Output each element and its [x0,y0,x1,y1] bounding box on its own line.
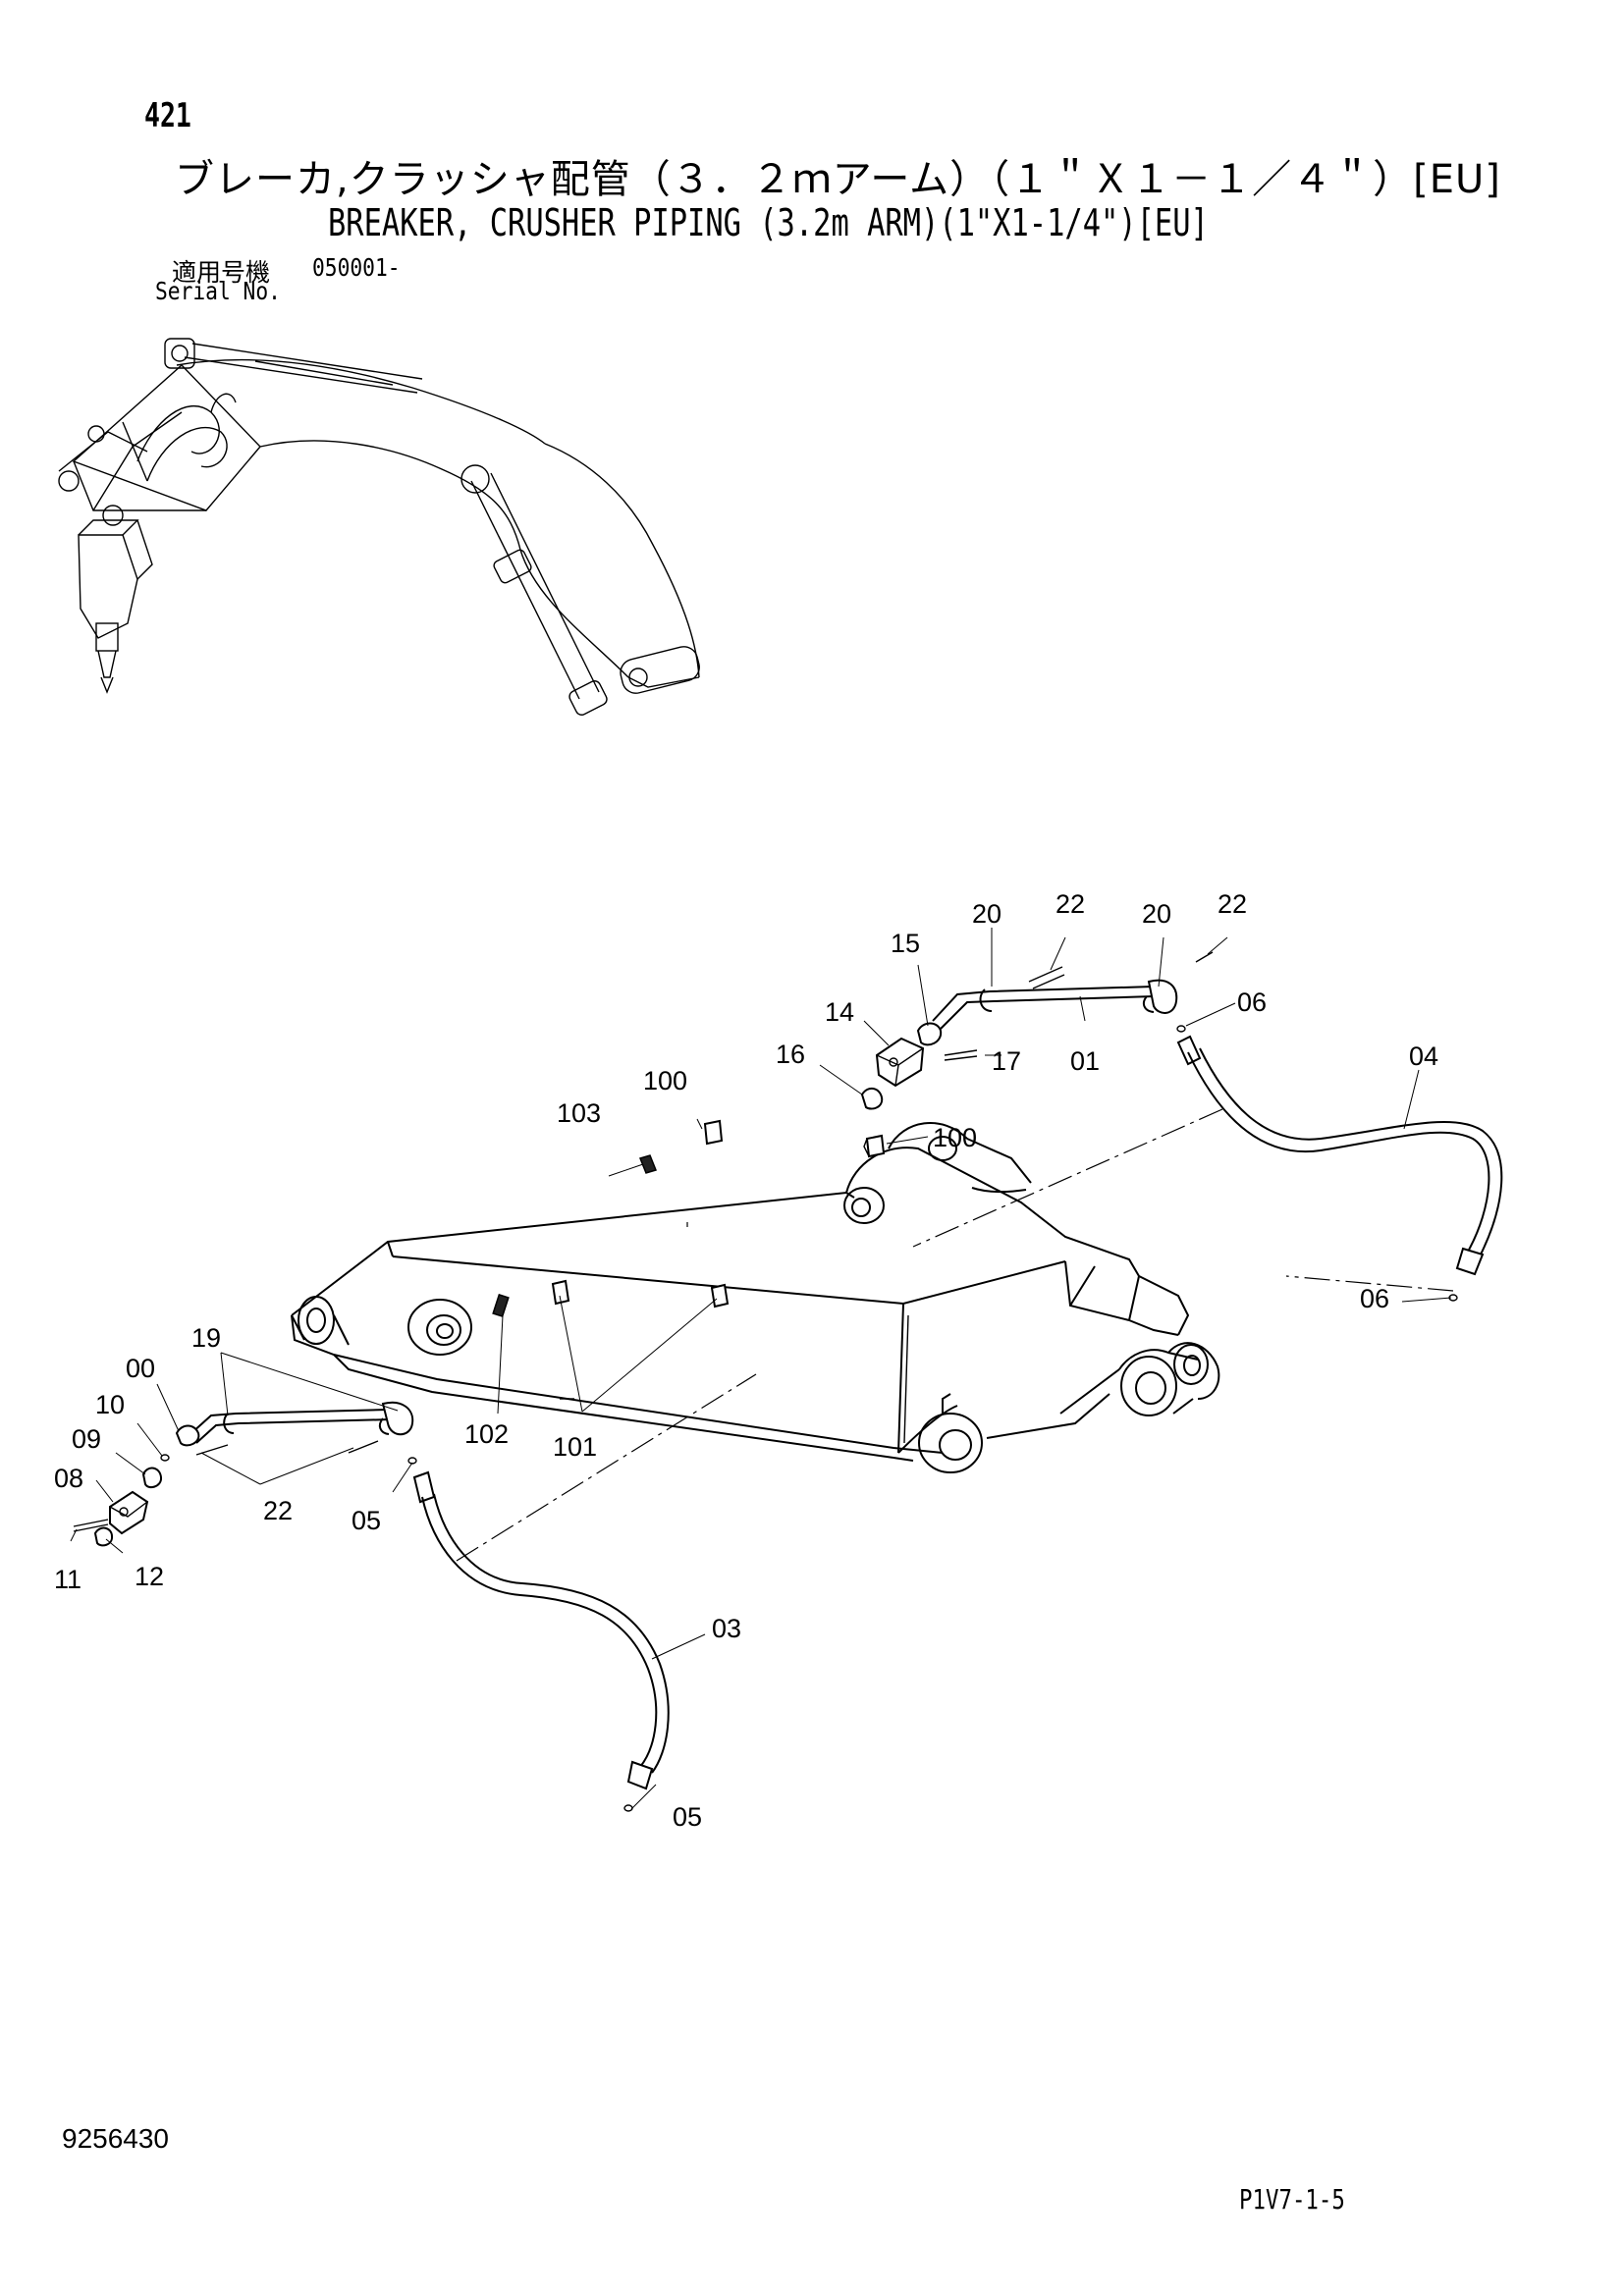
callout-08: 08 [54,1464,83,1493]
serial-label-english: Serial No. [155,277,281,305]
serial-label-japanese: 適用号機 [172,258,271,287]
title-english: BREAKER, CRUSHER PIPING (3.2m ARM)(1"X1-… [328,201,1209,244]
callout-20b: 20 [1142,899,1171,929]
serial-number-value: 050001- [312,253,401,282]
hose-03 [421,1493,670,1812]
callout-101: 101 [553,1432,597,1462]
callout-06b: 06 [1360,1284,1389,1313]
callout-20a: 20 [972,899,1001,929]
drawing-number: 9256430 [62,2123,170,2154]
callout-15: 15 [891,929,920,958]
callout-11: 11 [54,1565,81,1594]
callout-100b: 100 [933,1123,977,1152]
callout-19: 19 [191,1323,221,1353]
callout-labels: 20 22 20 22 15 14 06 04 16 17 01 100 103… [54,889,1438,1832]
callout-00: 00 [126,1354,155,1383]
callout-05b: 05 [673,1802,702,1832]
hose-04 [1187,1047,1503,1302]
callout-06a: 06 [1237,988,1267,1017]
callout-17: 17 [992,1046,1021,1076]
callout-16: 16 [776,1040,805,1069]
callout-22b: 22 [1218,889,1247,919]
centerlines [456,1108,1454,1562]
callout-100a: 100 [643,1066,687,1095]
upper-pipe-assembly [638,951,1214,1174]
leader-lines [70,928,1452,1810]
callout-05a: 05 [352,1506,381,1535]
callout-04: 04 [1409,1041,1438,1071]
callout-22a: 22 [1056,889,1085,919]
callout-03: 03 [712,1614,741,1643]
callout-12: 12 [135,1562,164,1591]
callout-09: 09 [72,1424,101,1454]
title-japanese: ブレーカ,クラッシャ配管（３．２ｍアーム）（１＂Ｘ１－１／４＂）[EU] [175,157,1501,202]
callout-102: 102 [464,1419,509,1449]
arm-clamps [492,1279,730,1318]
callout-14: 14 [825,997,854,1027]
overview-excavator-illustration [58,338,700,716]
callout-103: 103 [557,1098,601,1128]
callout-01: 01 [1070,1046,1100,1076]
left-pipe-assembly [73,1401,436,1547]
main-arm-structure [291,1122,1220,1473]
page-number: 421 [144,96,191,135]
callout-10: 10 [95,1390,125,1419]
callout-22c: 22 [263,1496,293,1525]
page-code: P1V7-1-5 [1239,2183,1345,2216]
